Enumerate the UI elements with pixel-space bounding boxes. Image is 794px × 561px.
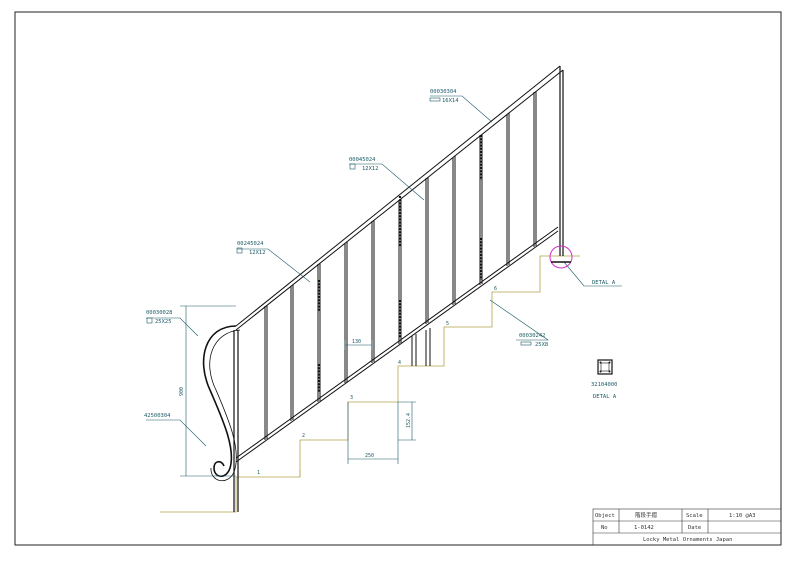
left-bar-code: 00245024: [237, 241, 264, 247]
square-bar-icon: [236, 247, 243, 254]
newel-size: 25X25: [155, 319, 172, 325]
scale-label: Scale: [686, 513, 703, 519]
stair-profile: [160, 255, 580, 513]
square-bar-icon: [146, 317, 153, 324]
top-rail-size: 16X14: [442, 98, 459, 104]
date-label: Date: [688, 525, 701, 531]
step-number: 1: [257, 470, 260, 476]
left-bar-size: 12X12: [249, 250, 266, 256]
step-number: 5: [446, 321, 449, 327]
scroll-code: 42500304: [144, 413, 171, 419]
step-number: 6: [494, 286, 497, 292]
step-number: 3: [350, 395, 353, 401]
square-bar-icon: [349, 163, 356, 170]
base-plate-icon: [597, 359, 613, 375]
object-label: Object: [595, 513, 615, 519]
balusters: [264, 91, 537, 440]
height-dimension: 900: [179, 387, 185, 396]
mid-bar-code: 00045024: [349, 157, 376, 163]
detail-ref-label: DETAL A: [592, 280, 616, 286]
detail-circle: [549, 245, 573, 269]
detail-label: DETAL A: [593, 394, 617, 400]
step-number: 2: [302, 433, 305, 439]
no-label: No: [601, 525, 608, 531]
flat-bar-icon: [429, 97, 441, 102]
leader-lines: [146, 95, 622, 447]
no-value: 1-0142: [634, 525, 654, 531]
step-numbers: 1 2 3 4 5 6: [257, 286, 497, 476]
step-number: 4: [398, 360, 401, 366]
object-value: 階段手摺: [635, 511, 658, 519]
detail-a: 32104000 DETAL A: [591, 359, 618, 400]
riser-dimension: 152.4: [406, 413, 412, 428]
top-rail-code: 00030304: [430, 89, 457, 95]
mid-bar-size: 12X12: [362, 166, 379, 172]
scale-value: 1:10 @A3: [729, 513, 756, 519]
flat-bar-icon: [520, 341, 532, 346]
newel-code: 00030028: [146, 310, 173, 316]
spacing-dimension: 130: [352, 339, 361, 345]
bottom-rail-size: 25X8: [535, 342, 548, 348]
title-block: [592, 508, 782, 546]
sheet-border: [14, 11, 782, 546]
dimension-lines: [180, 305, 416, 477]
company-name: Locky Metal Ornaments Japan: [643, 537, 732, 543]
tread-dimension: 250: [365, 453, 374, 459]
bottom-rail-code: 00030242: [519, 333, 546, 339]
twisted-bars: [317, 135, 483, 392]
detail-code: 32104000: [591, 382, 618, 388]
